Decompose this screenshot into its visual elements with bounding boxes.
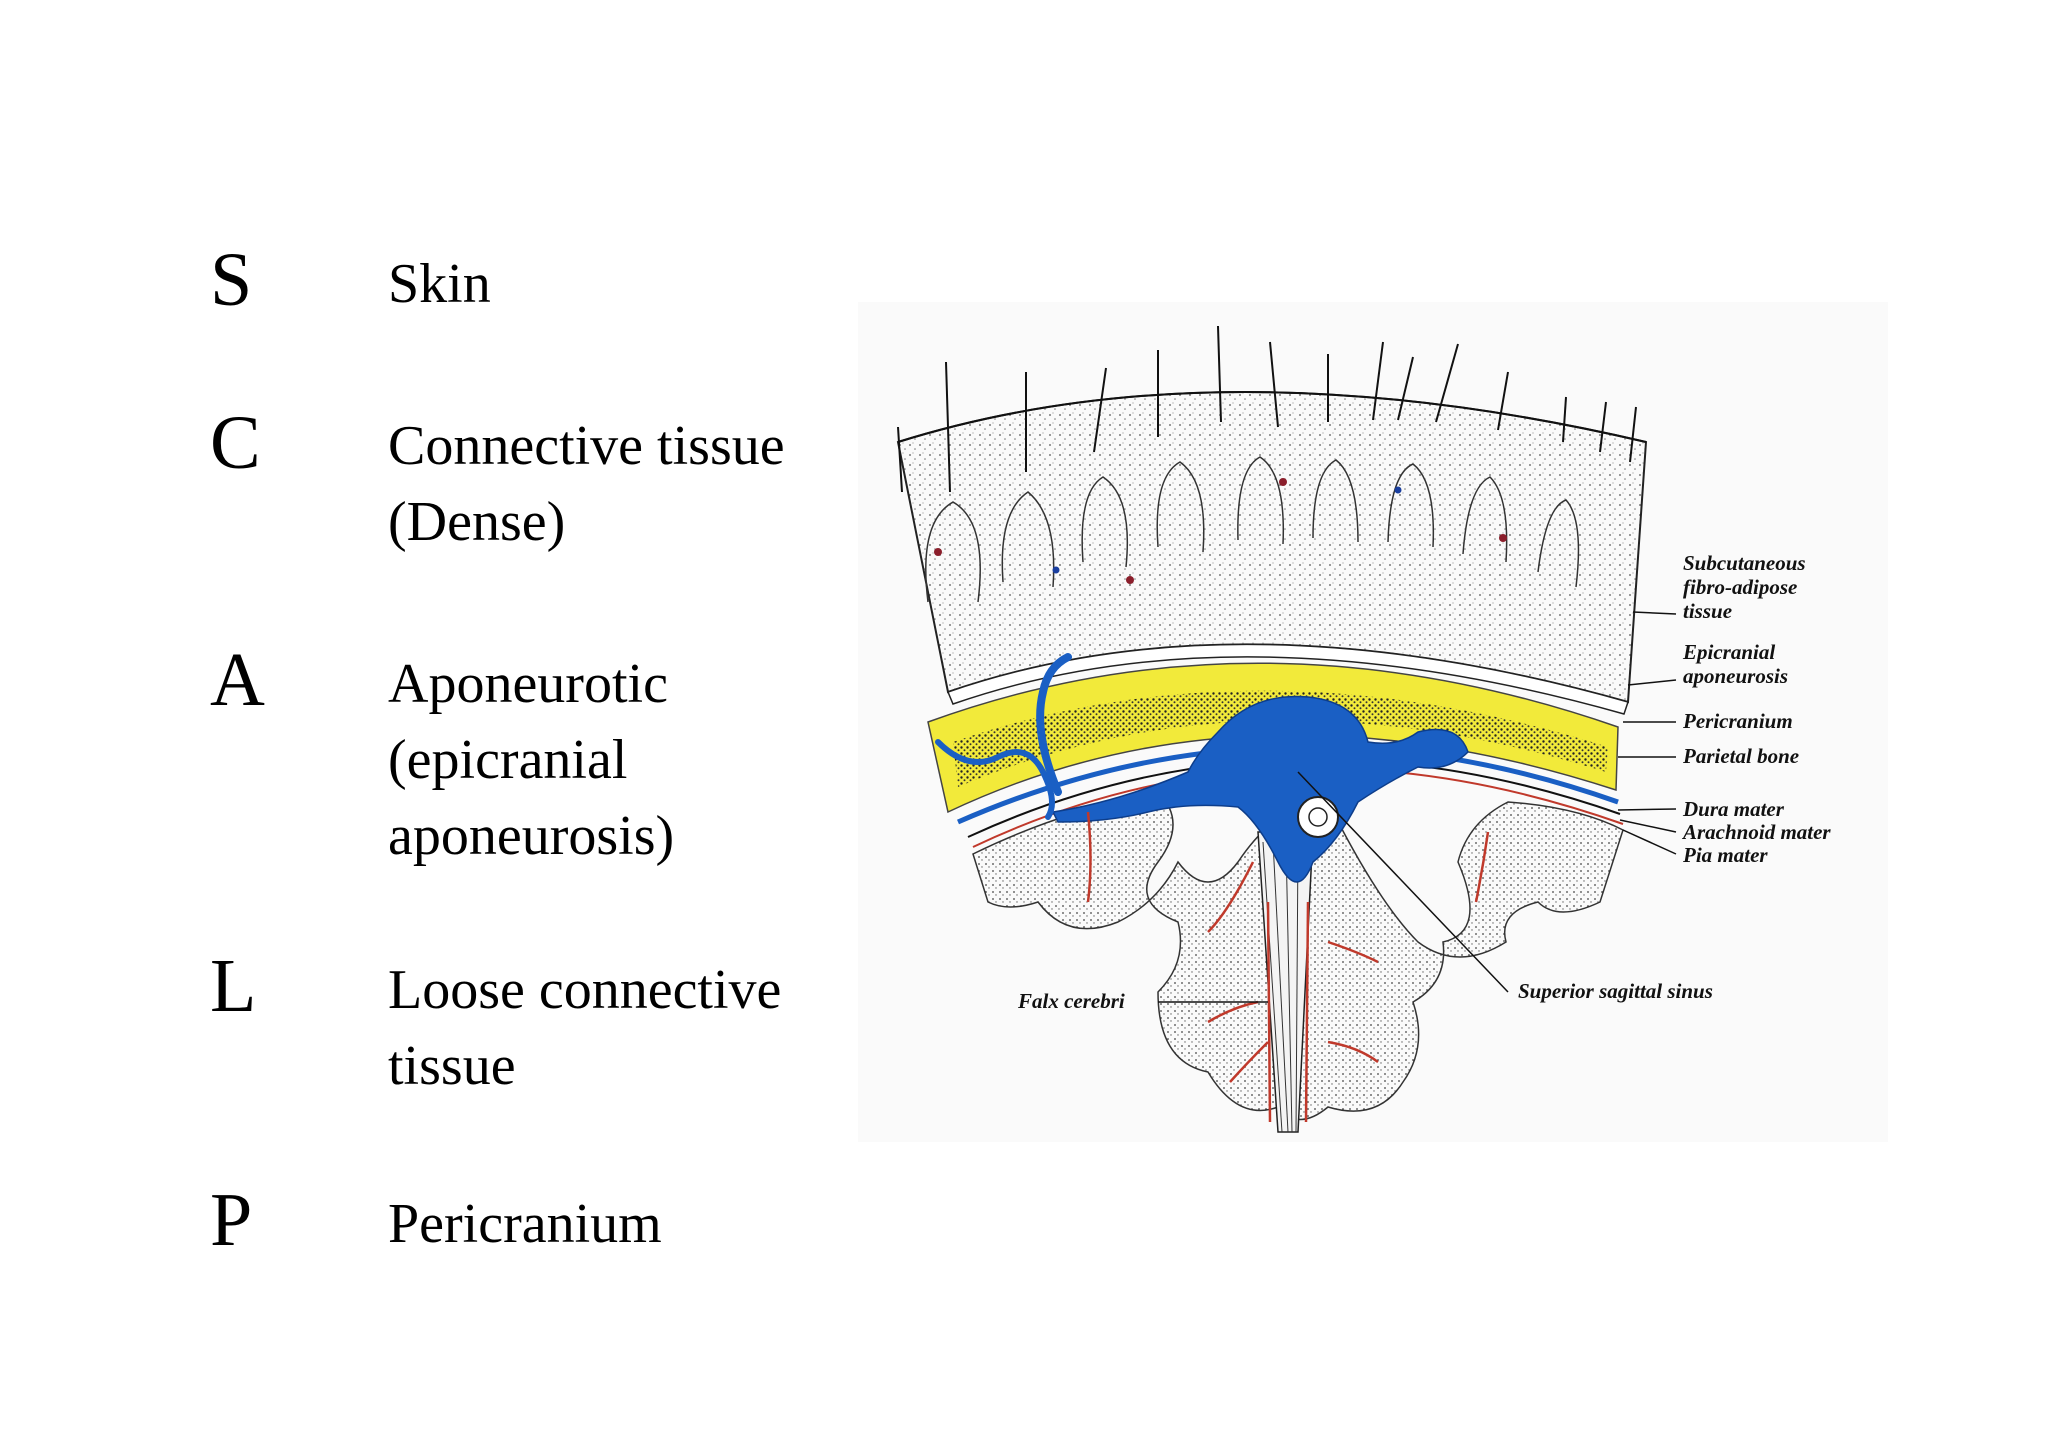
leader-lines bbox=[1158, 611, 1677, 1003]
scalp-letter-c: C bbox=[210, 401, 261, 485]
label-dura-mater: Dura mater bbox=[1682, 797, 1785, 821]
skin-surface-line bbox=[897, 391, 1647, 443]
scalp-desc-skin: Skin bbox=[388, 246, 491, 322]
cortical-arteries bbox=[1086, 811, 1490, 1123]
bone-diploe bbox=[953, 690, 1608, 787]
scalp-desc-line: Pericranium bbox=[388, 1193, 662, 1255]
scalp-desc-aponeurotic: Aponeurotic (epicranial aponeurosis) bbox=[388, 646, 674, 874]
arachnoid-granulation bbox=[1297, 796, 1339, 838]
scalp-desc-pericranium: Pericranium bbox=[388, 1186, 662, 1262]
label-epicranial-1: Epicranial bbox=[1682, 640, 1775, 664]
scalp-desc-loose-connective-tissue: Loose connective tissue bbox=[388, 952, 781, 1104]
label-subcutaneous-2: fibro-adipose bbox=[1683, 575, 1797, 599]
scalp-letter-p: P bbox=[210, 1178, 253, 1262]
scalp-diagram-svg: Subcutaneous fibro-adipose tissue Epicra… bbox=[896, 325, 1831, 1133]
hair-shafts bbox=[897, 325, 1637, 493]
follicle-vessels bbox=[934, 478, 1507, 584]
label-superior-sagittal-sinus: Superior sagittal sinus bbox=[1518, 979, 1713, 1003]
scalp-desc-line: (Dense) bbox=[388, 491, 566, 553]
scalp-desc-connective-tissue: Connective tissue (Dense) bbox=[388, 408, 785, 560]
scalp-desc-line: Connective tissue bbox=[388, 415, 785, 477]
scalp-desc-line: Skin bbox=[388, 253, 491, 315]
label-falx-cerebri: Falx cerebri bbox=[1017, 989, 1125, 1013]
diploic-vein bbox=[935, 739, 1055, 820]
scalp-cross-section-figure: Subcutaneous fibro-adipose tissue Epicra… bbox=[858, 302, 1888, 1142]
label-pia-mater: Pia mater bbox=[1682, 843, 1768, 867]
label-subcutaneous-3: tissue bbox=[1683, 599, 1732, 623]
label-arachnoid-mater: Arachnoid mater bbox=[1681, 820, 1831, 844]
superior-sagittal-sinus bbox=[1051, 695, 1469, 883]
scalp-letter-s: S bbox=[210, 238, 253, 322]
emissary-vein bbox=[1036, 653, 1072, 796]
scalp-letter-l: L bbox=[210, 944, 257, 1028]
falx-fibers bbox=[1262, 841, 1299, 1133]
label-subcutaneous-1: Subcutaneous bbox=[1683, 551, 1806, 575]
epicranial-aponeurosis bbox=[947, 643, 1629, 715]
scalp-desc-line: (epicranial bbox=[388, 729, 628, 791]
scalp-letter-a: A bbox=[210, 638, 265, 722]
scalp-desc-line: aponeurosis) bbox=[388, 805, 675, 867]
parietal-bone bbox=[927, 662, 1619, 814]
arachnoid-granulation-inner bbox=[1308, 807, 1328, 827]
scalp-desc-line: Loose connective bbox=[388, 959, 782, 1021]
scalp-desc-line: Aponeurotic bbox=[388, 653, 668, 715]
label-pericranium: Pericranium bbox=[1682, 709, 1793, 733]
scalp-desc-line: tissue bbox=[388, 1035, 516, 1097]
label-epicranial-2: aponeurosis bbox=[1683, 664, 1788, 688]
label-parietal-bone: Parietal bone bbox=[1682, 744, 1799, 768]
hair-follicles bbox=[925, 456, 1580, 603]
